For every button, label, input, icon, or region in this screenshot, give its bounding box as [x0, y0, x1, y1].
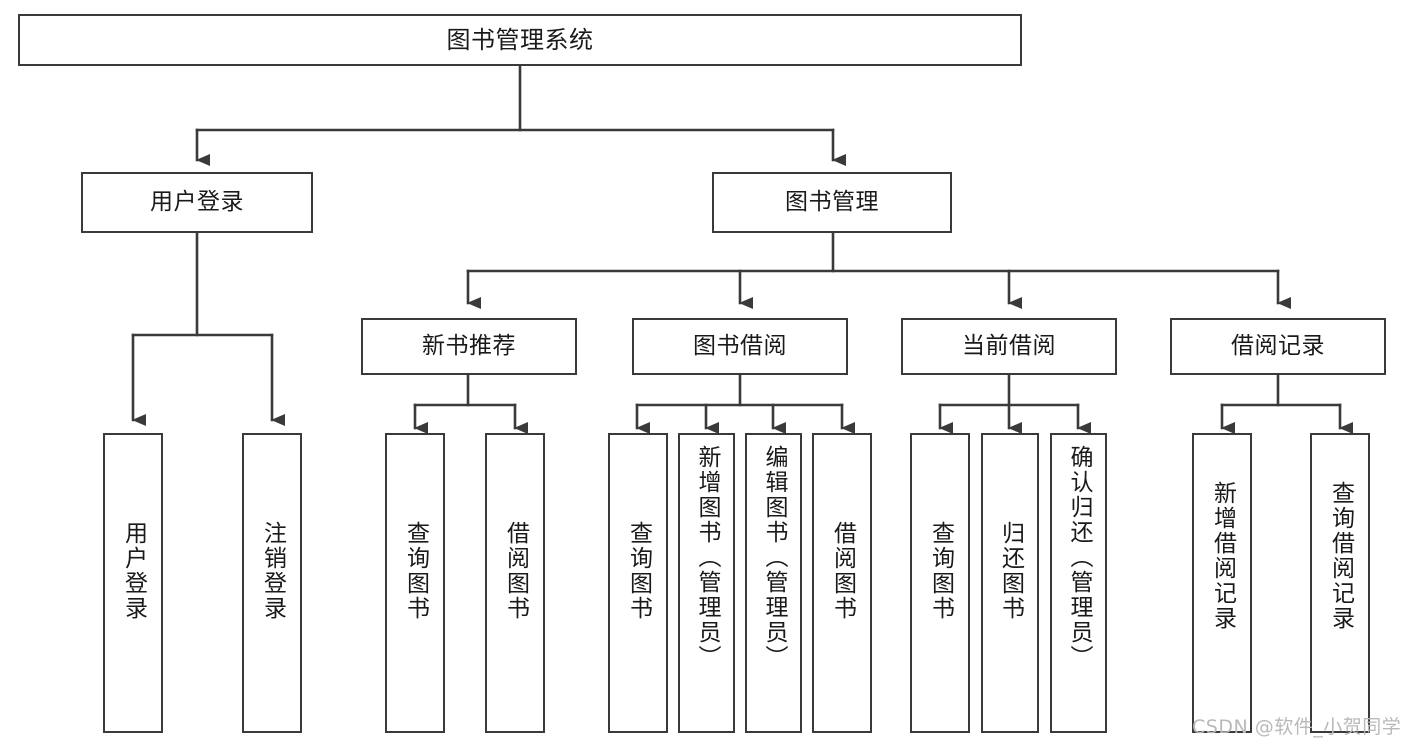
node-leaf-query-record-label: 查询借阅记录	[1327, 481, 1354, 631]
node-leaf-borrow-book-2-label: 借阅图书	[829, 521, 856, 621]
node-leaf-query-book-1-label: 查询图书	[402, 521, 429, 621]
node-leaf-borrow-book-2[interactable]: 借阅图书	[812, 433, 872, 733]
node-leaf-query-record[interactable]: 查询借阅记录	[1310, 433, 1370, 733]
node-leaf-confirm-return-label: 确认归还（管理员）	[1066, 445, 1092, 670]
node-leaf-add-record-label: 新增借阅记录	[1209, 481, 1236, 631]
node-new-book-rec-label: 新书推荐	[422, 332, 516, 359]
node-user-login-label: 用户登录	[150, 188, 244, 215]
node-leaf-edit-book[interactable]: 编辑图书（管理员）	[745, 433, 802, 733]
node-user-login[interactable]: 用户登录	[81, 172, 313, 233]
node-leaf-user-login-label: 用户登录	[120, 521, 147, 621]
node-leaf-query-book-1[interactable]: 查询图书	[385, 433, 445, 733]
node-root[interactable]: 图书管理系统	[18, 14, 1022, 66]
node-book-borrow-label: 图书借阅	[693, 332, 787, 359]
node-leaf-logout-label: 注销登录	[259, 521, 286, 621]
node-leaf-borrow-book-1[interactable]: 借阅图书	[485, 433, 545, 733]
node-new-book-rec[interactable]: 新书推荐	[361, 318, 577, 375]
node-leaf-add-book-label: 新增图书（管理员）	[694, 445, 720, 670]
node-leaf-return-book-label: 归还图书	[997, 521, 1024, 621]
node-book-borrow[interactable]: 图书借阅	[632, 318, 848, 375]
csdn-watermark: CSDN @软件_小贺同学	[1192, 716, 1402, 738]
node-leaf-confirm-return[interactable]: 确认归还（管理员）	[1050, 433, 1107, 733]
node-borrow-record-label: 借阅记录	[1231, 332, 1325, 359]
node-leaf-query-book-3-label: 查询图书	[927, 521, 954, 621]
node-leaf-query-book-3[interactable]: 查询图书	[910, 433, 970, 733]
node-current-borrow-label: 当前借阅	[962, 332, 1056, 359]
node-leaf-query-book-2-label: 查询图书	[625, 521, 652, 621]
node-book-manage[interactable]: 图书管理	[712, 172, 952, 233]
node-book-manage-label: 图书管理	[785, 188, 879, 215]
node-leaf-logout[interactable]: 注销登录	[242, 433, 302, 733]
node-leaf-borrow-book-1-label: 借阅图书	[502, 521, 529, 621]
node-root-label: 图书管理系统	[446, 25, 594, 54]
node-leaf-user-login[interactable]: 用户登录	[103, 433, 163, 733]
node-leaf-query-book-2[interactable]: 查询图书	[608, 433, 668, 733]
node-borrow-record[interactable]: 借阅记录	[1170, 318, 1386, 375]
node-leaf-edit-book-label: 编辑图书（管理员）	[761, 445, 787, 670]
node-current-borrow[interactable]: 当前借阅	[901, 318, 1117, 375]
node-leaf-return-book[interactable]: 归还图书	[981, 433, 1039, 733]
node-leaf-add-record[interactable]: 新增借阅记录	[1192, 433, 1252, 733]
node-leaf-add-book[interactable]: 新增图书（管理员）	[678, 433, 735, 733]
